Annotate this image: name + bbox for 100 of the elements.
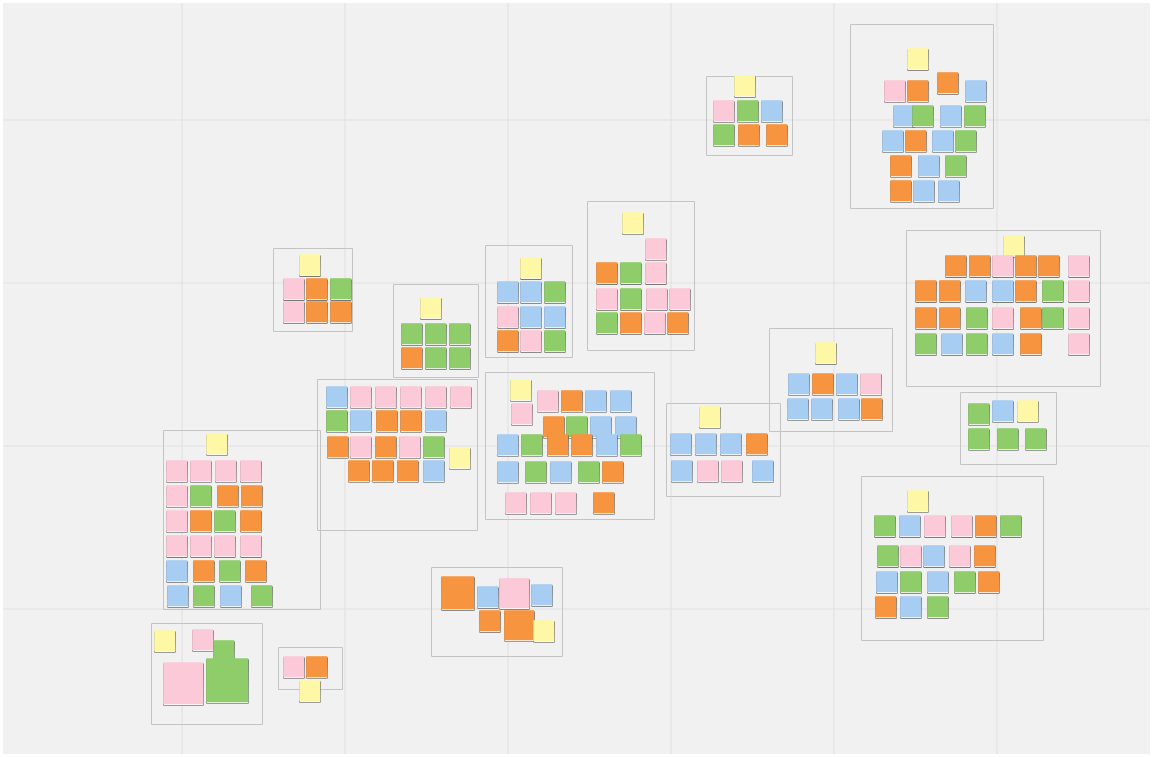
- sticky-note: [964, 105, 986, 128]
- sticky-note: [420, 297, 442, 320]
- sticky-note: [644, 312, 666, 335]
- sticky-note: [497, 306, 519, 329]
- sticky-note: [884, 80, 906, 103]
- sticky-note: [1038, 255, 1060, 278]
- sticky-note: [766, 124, 788, 147]
- sticky-note: [620, 288, 642, 311]
- sticky-note: [521, 434, 543, 457]
- sticky-note: [737, 100, 759, 123]
- sticky-note: [245, 560, 267, 583]
- frame: [163, 430, 321, 610]
- sticky-note: [596, 434, 618, 457]
- frame: [431, 567, 563, 657]
- sticky-note: [620, 312, 642, 335]
- sticky-note: [166, 535, 188, 558]
- sticky-note: [240, 460, 262, 483]
- sticky-note: [811, 398, 833, 421]
- sticky-note: [1042, 280, 1064, 303]
- sticky-note: [283, 656, 305, 679]
- sticky-note: [900, 596, 922, 619]
- sticky-note: [219, 560, 241, 583]
- sticky-note: [915, 280, 937, 303]
- sticky-note: [397, 460, 419, 483]
- sticky-note: [251, 585, 273, 608]
- sticky-note: [531, 584, 553, 607]
- sticky-note: [915, 333, 937, 356]
- sticky-note: [860, 373, 882, 396]
- frame: [706, 76, 793, 156]
- sticky-note: [330, 278, 352, 301]
- sticky-note: [720, 433, 742, 456]
- sticky-note: [330, 301, 352, 324]
- sticky-note: [449, 323, 471, 346]
- sticky-note: [1003, 235, 1025, 258]
- sticky-note: [907, 80, 929, 103]
- sticky-note: [596, 312, 618, 335]
- frame: [317, 379, 478, 531]
- sticky-note: [992, 333, 1014, 356]
- sticky-note: [423, 460, 445, 483]
- sticky-note: [610, 390, 632, 413]
- sticky-note: [350, 436, 372, 459]
- sticky-note: [217, 485, 239, 508]
- sticky-note: [166, 510, 188, 533]
- sticky-note: [699, 406, 721, 429]
- sticky-note: [511, 403, 533, 426]
- sticky-note: [166, 485, 188, 508]
- sticky-note: [966, 307, 988, 330]
- sticky-note: [326, 410, 348, 433]
- sticky-note: [550, 461, 572, 484]
- sticky-note: [838, 398, 860, 421]
- sticky-note: [401, 323, 423, 346]
- sticky-note: [283, 278, 305, 301]
- sticky-note: [965, 280, 987, 303]
- sticky-note: [1068, 255, 1090, 278]
- sticky-note: [376, 410, 398, 433]
- sticky-note: [497, 434, 519, 457]
- sticky-note: [968, 403, 990, 426]
- sticky-note: [913, 180, 935, 203]
- sticky-note: [924, 515, 946, 538]
- sticky-note: [874, 515, 896, 538]
- sticky-note: [761, 100, 783, 123]
- sticky-note: [449, 447, 471, 470]
- sticky-note: [697, 460, 719, 483]
- sticky-note: [713, 100, 735, 123]
- sticky-note: [645, 262, 667, 285]
- sticky-note: [449, 347, 471, 370]
- sticky-note: [670, 433, 692, 456]
- sticky-note: [450, 386, 472, 409]
- sticky-note: [1015, 255, 1037, 278]
- frame: [485, 372, 655, 520]
- sticky-note: [596, 288, 618, 311]
- frame: [485, 245, 573, 358]
- sticky-note: [193, 585, 215, 608]
- sticky-note: [667, 312, 689, 335]
- sticky-note: [306, 301, 328, 324]
- sticky-note: [746, 433, 768, 456]
- sticky-note: [190, 460, 212, 483]
- sticky-note: [166, 560, 188, 583]
- sticky-note: [299, 680, 321, 703]
- sticky-note: [602, 461, 624, 484]
- sticky-note: [163, 662, 204, 706]
- sticky-note: [646, 288, 668, 311]
- sticky-note: [530, 492, 552, 515]
- sticky-note: [283, 301, 305, 324]
- sticky-note: [915, 307, 937, 330]
- sticky-note: [1017, 400, 1039, 423]
- sticky-note: [937, 72, 959, 95]
- sticky-note: [992, 307, 1014, 330]
- sticky-note: [938, 180, 960, 203]
- sticky-note: [520, 330, 542, 353]
- sticky-note: [400, 386, 422, 409]
- sticky-note: [965, 80, 987, 103]
- sticky-note: [978, 571, 1000, 594]
- sticky-note: [192, 629, 214, 652]
- sticky-note: [927, 596, 949, 619]
- sticky-note: [734, 75, 756, 98]
- sticky-note: [932, 130, 954, 153]
- sticky-note: [544, 306, 566, 329]
- sticky-note: [890, 155, 912, 178]
- sticky-note: [620, 434, 642, 457]
